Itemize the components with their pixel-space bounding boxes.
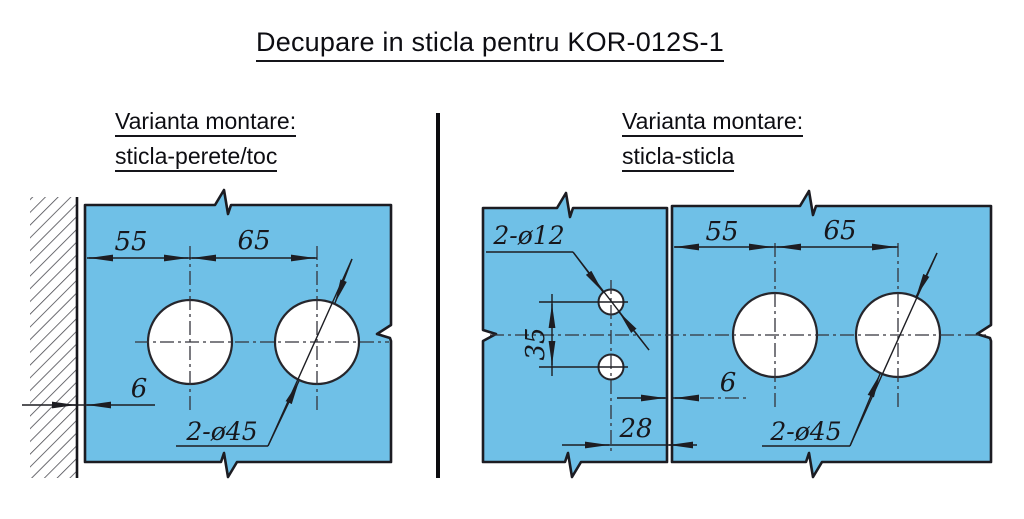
left-variant-line1: Varianta montare:: [115, 108, 297, 137]
left-dim-55: 55: [114, 227, 147, 257]
page-title: Decupare in sticla pentru KOR-012S-1: [160, 27, 820, 62]
dim-35: 35: [521, 327, 551, 360]
wall-hatch: [30, 197, 77, 478]
right-arrows: [548, 243, 938, 449]
left-variant-line2: sticla-perete/toc: [115, 143, 278, 172]
left-variant-label: Varianta montare: sticla-perete/toc: [115, 108, 297, 178]
arrow-o45-top: [915, 252, 938, 298]
dim-6-gap: 6: [720, 368, 737, 398]
right-variant-line1: Varianta montare:: [622, 108, 804, 137]
left-dim-6: 6: [131, 374, 148, 404]
right-dim-55: 55: [705, 217, 738, 247]
right-variant-line2: sticla-sticla: [622, 143, 735, 172]
arrow-dia-bottom: [267, 380, 300, 447]
left-arrows: [52, 254, 353, 447]
left-glass-panel: [83, 188, 393, 479]
arrow-o12-top: [572, 251, 604, 293]
arrow-o45-bottom: [849, 373, 881, 447]
right-holes-label: 2-ø45: [769, 417, 841, 446]
right-dim-65: 65: [823, 216, 856, 246]
left-holes-label: 2-ø45: [185, 417, 257, 446]
small-holes-label: 2-ø12: [492, 221, 564, 250]
arrow-dia-top: [334, 258, 353, 304]
arrow-o12-bottom: [618, 311, 650, 351]
left-centerlines: [135, 246, 389, 410]
dim-28: 28: [618, 414, 652, 444]
left-diagram: 55 65 6 2-ø45: [22, 188, 393, 479]
right-variant-label: Varianta montare: sticla-sticla: [622, 108, 804, 178]
right-diagram: 2-ø12 35 28 6 55 65 2-ø45: [481, 189, 993, 479]
variant-divider-line: [436, 113, 440, 478]
right-big-glass-panel: [670, 189, 993, 479]
page-title-text: Decupare in sticla pentru KOR-012S-1: [256, 27, 724, 62]
left-dim-65: 65: [237, 226, 270, 256]
